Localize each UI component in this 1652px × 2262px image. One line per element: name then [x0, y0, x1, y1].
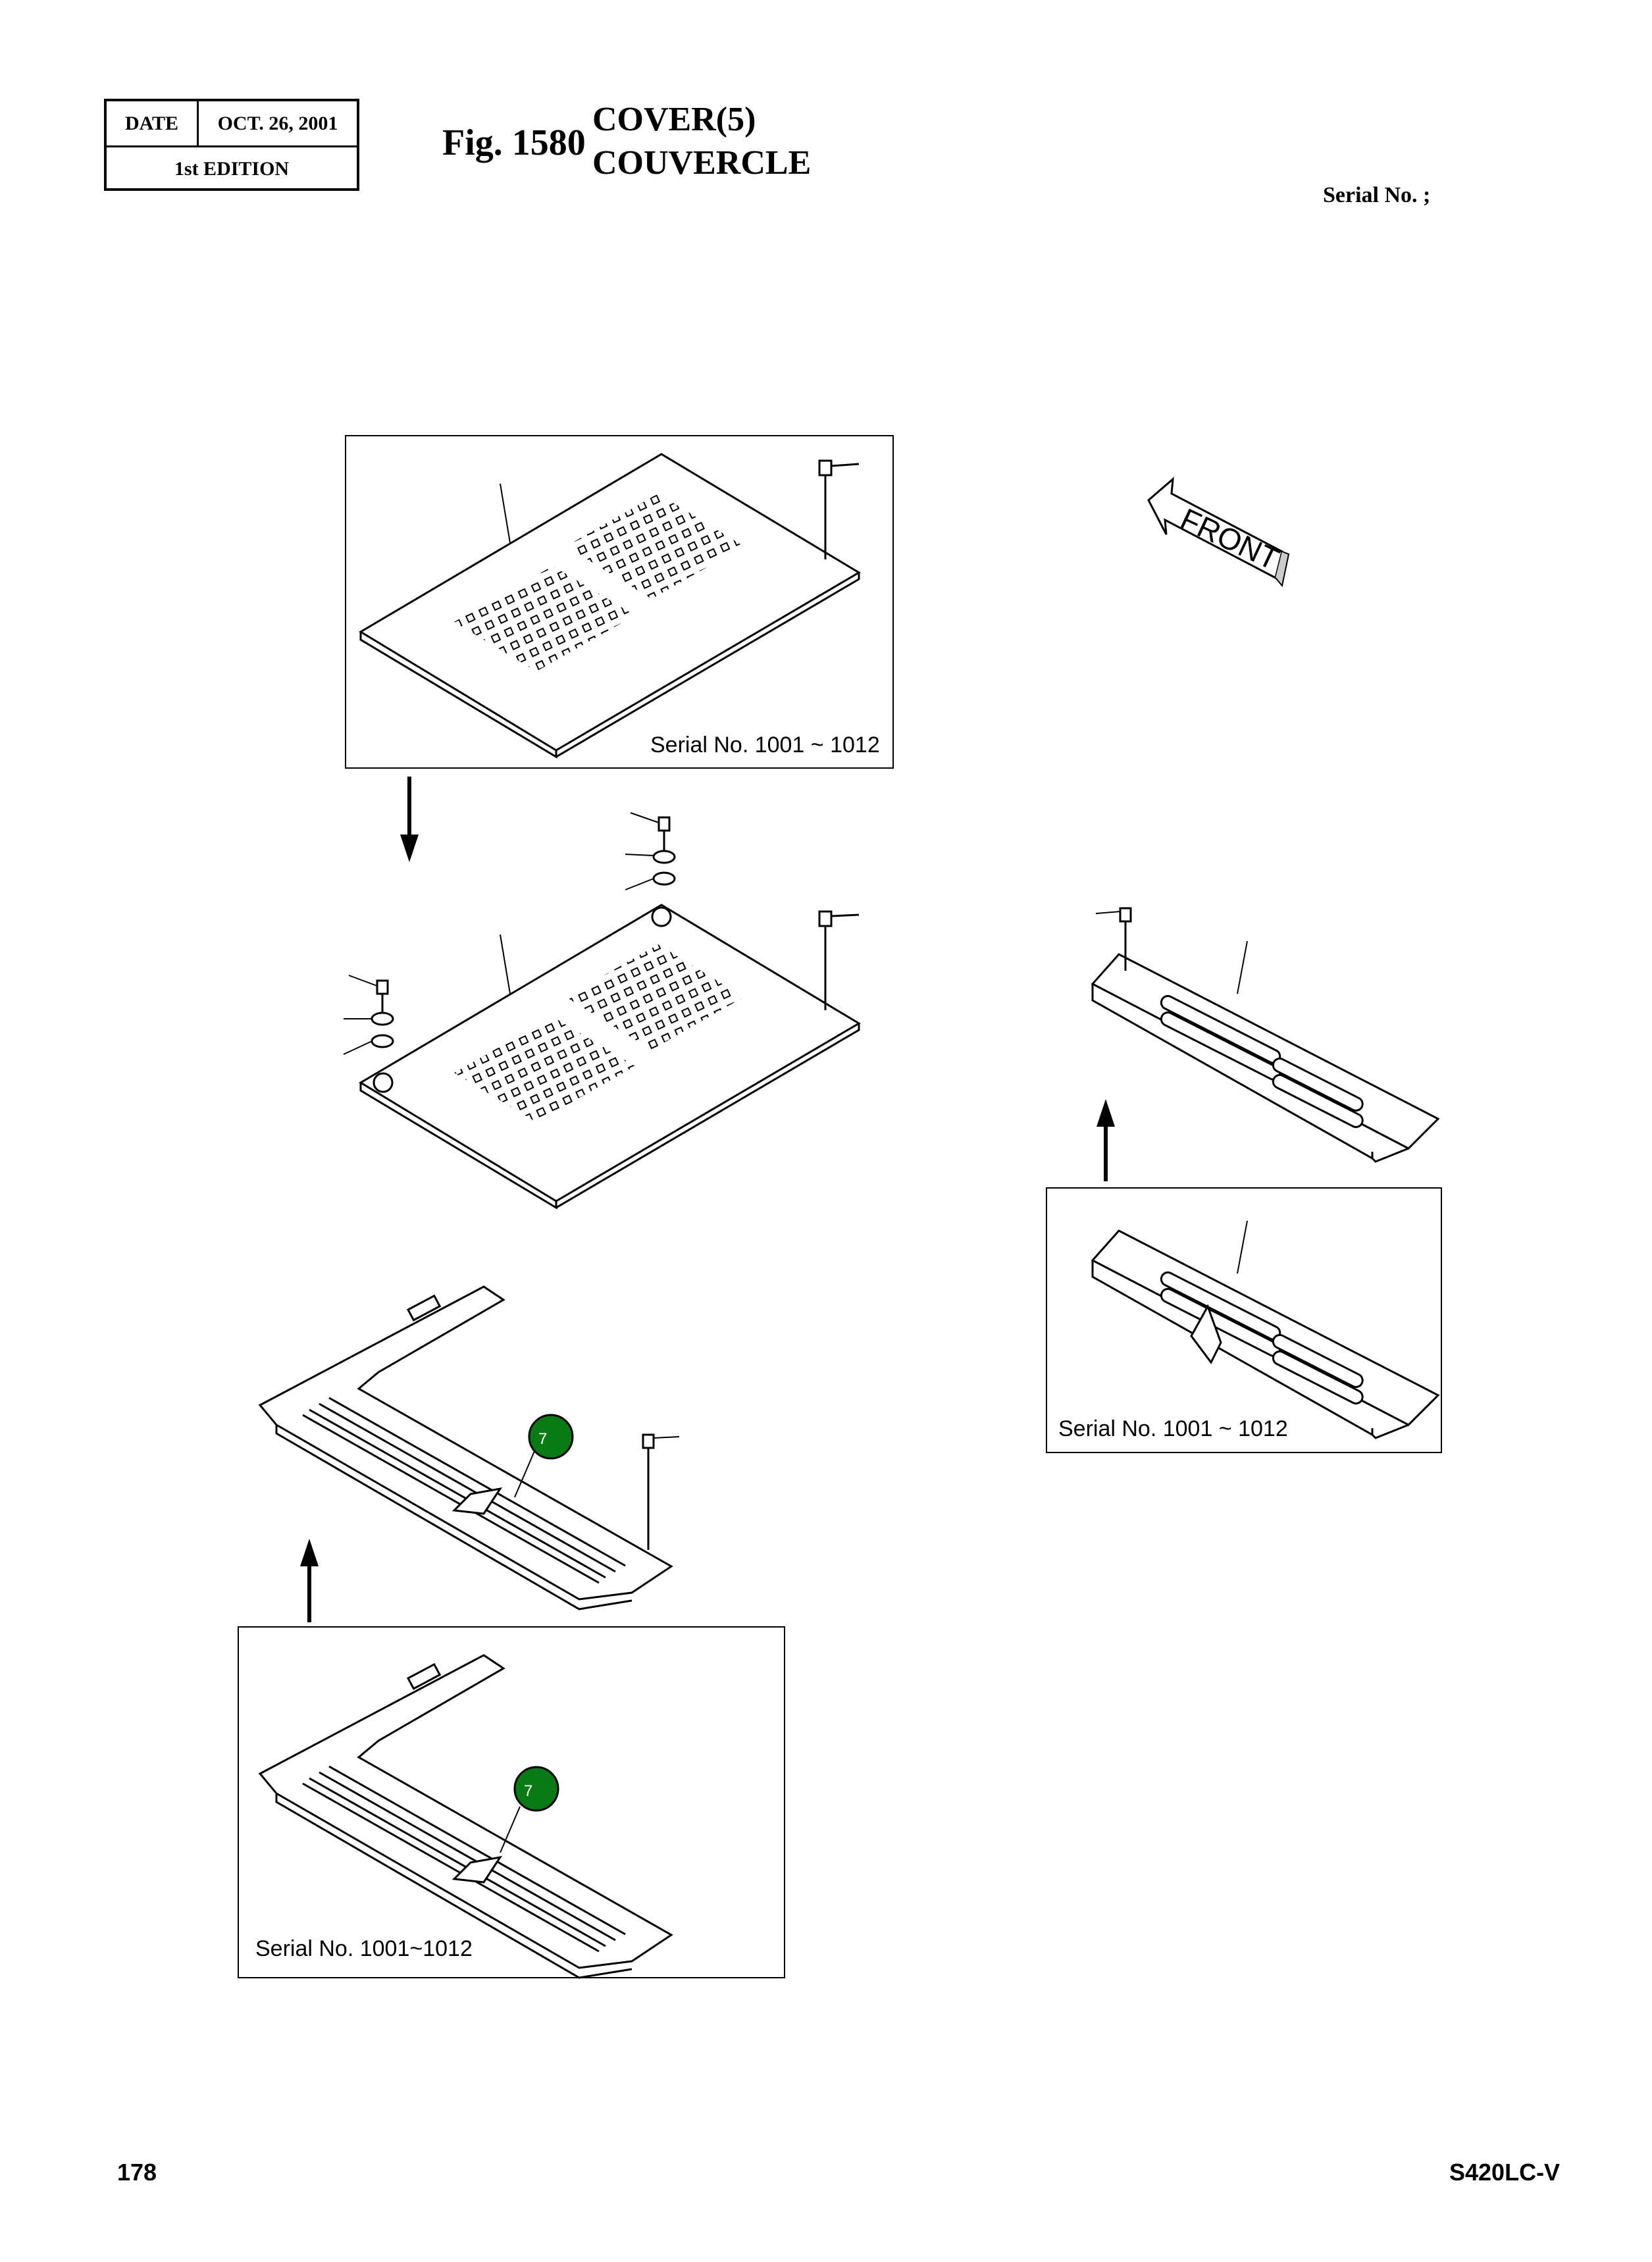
bolt-washer-stack-top — [625, 812, 676, 890]
inset-box-step-old — [238, 1626, 785, 1978]
bolt-step — [642, 1433, 680, 1550]
inset-label-2: Serial No. 1001 ~ 1012 — [1058, 1416, 1288, 1441]
callout-7-main: 7 — [528, 1414, 574, 1460]
vent-grid-old-right — [566, 494, 744, 599]
date-label: DATE — [107, 101, 199, 145]
edition-label: 1st EDITION — [174, 158, 290, 180]
inset-label-1: Serial No. 1001 ~ 1012 — [650, 733, 880, 758]
inset-box-cover-old — [345, 435, 894, 769]
bolt-side-bracket — [1095, 907, 1132, 971]
arrow-up-left — [300, 1539, 319, 1622]
title-english: COVER(5) — [592, 101, 756, 138]
date-row: DATE OCT. 26, 2001 — [107, 101, 357, 147]
bolt-washer-stack-left — [343, 975, 394, 1055]
arrow-up-right — [1097, 1099, 1115, 1181]
leader-side-bracket — [1237, 940, 1248, 994]
date-box: DATE OCT. 26, 2001 1st EDITION — [104, 99, 359, 191]
vent-grid-old-left — [454, 566, 635, 671]
callout-7-old: 7 — [513, 1766, 559, 1812]
step-frame — [258, 1285, 673, 1610]
page-number: 178 — [117, 2159, 157, 2186]
leader-cover — [500, 934, 511, 994]
leader-side-bracket-old — [1237, 1220, 1248, 1274]
inset-box-side-bracket-old — [1046, 1187, 1442, 1453]
figure-number: Fig. 1580 — [442, 122, 586, 163]
side-bracket — [1091, 953, 1440, 1163]
vent-grid-left — [454, 1017, 635, 1122]
bolt-old — [818, 459, 860, 559]
title-french: COUVERCLE — [592, 144, 812, 182]
front-arrow: FRONT — [1147, 476, 1290, 588]
leader-step-old — [500, 1806, 521, 1853]
bolt-cover-right — [818, 910, 860, 1010]
arrow-down — [400, 777, 419, 862]
date-value: OCT. 26, 2001 — [217, 112, 338, 134]
front-label: FRONT — [1175, 501, 1285, 577]
serial-number-label: Serial No. ; — [1323, 183, 1431, 207]
inset-label-3: Serial No. 1001~1012 — [255, 1936, 473, 1961]
callout-7-main-text: 7 — [538, 1430, 547, 1448]
model-name: S420LC-V — [1449, 2159, 1561, 2186]
leader-step — [514, 1451, 535, 1498]
vent-grid-right — [566, 944, 744, 1050]
step-frame-old — [258, 1654, 673, 1979]
leader-cover-old — [500, 483, 511, 544]
callout-7-old-text: 7 — [524, 1782, 532, 1800]
side-bracket-old — [1091, 1229, 1440, 1439]
